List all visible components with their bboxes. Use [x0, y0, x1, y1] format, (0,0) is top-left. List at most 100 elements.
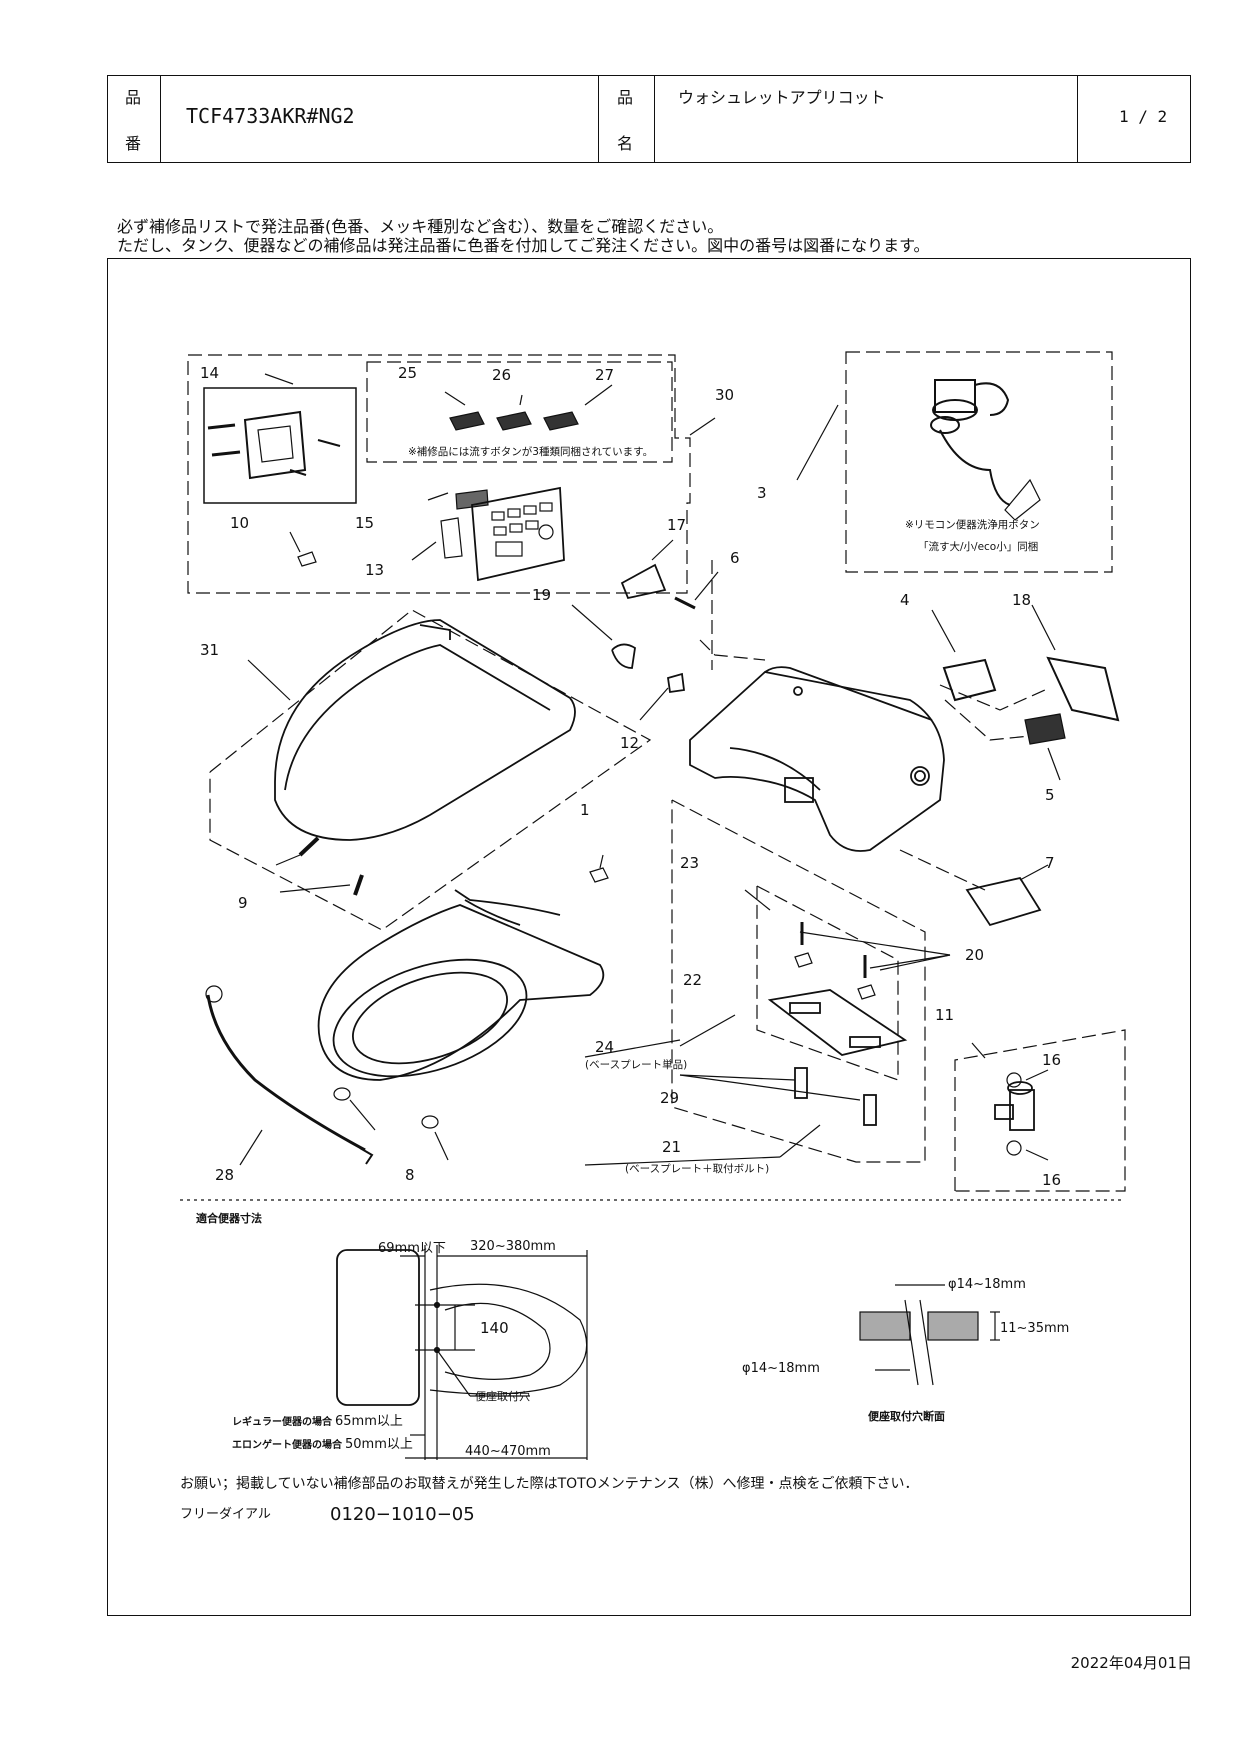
part-14-plate	[243, 410, 307, 480]
part-6-screw	[674, 596, 696, 610]
notice-line-2: ただし、タンク、便器などの補修品は発注品番に色番を付加してご発注ください。図中の…	[117, 236, 930, 255]
label-24: (ベースプレート単品)	[585, 1058, 687, 1071]
callout-30: 30	[715, 386, 734, 404]
leader-lines	[239, 373, 1061, 1166]
callout-31: 31	[200, 641, 219, 659]
callout-6: 6	[730, 549, 740, 567]
part-26-button	[496, 411, 532, 431]
regular-label: レギュラー便器の場合	[232, 1415, 333, 1428]
part-19-clip	[611, 643, 636, 669]
hole-dia-bottom: φ14~18mm	[742, 1361, 820, 1376]
part-16-ring-b	[1006, 1140, 1022, 1156]
callout-4: 4	[900, 591, 910, 609]
dimension-drawing	[336, 1245, 588, 1460]
callout-7: 7	[1045, 854, 1055, 872]
callout-9: 9	[238, 894, 248, 912]
mount-hole-label: 便座取付穴	[475, 1389, 530, 1403]
callout-21: 21	[662, 1138, 681, 1156]
name-label-2: 名	[617, 134, 634, 153]
callout-16-top: 16	[1042, 1051, 1061, 1069]
part-13-panel	[440, 517, 463, 559]
part-18-cover	[1046, 656, 1120, 722]
part-9-rod-b	[353, 874, 364, 896]
page-number: 1 / 2	[1119, 107, 1168, 126]
part-seat	[317, 889, 605, 1081]
dim-320-380: 320~380mm	[470, 1239, 556, 1254]
part-16-ring-a	[1006, 1072, 1022, 1088]
group-box-30	[187, 354, 691, 594]
section-drawing	[859, 1284, 1000, 1386]
part-28-end	[359, 1147, 374, 1165]
callout-26: 26	[492, 366, 511, 384]
callout-29: 29	[660, 1089, 679, 1107]
dash-connector-5	[899, 849, 986, 891]
part-7-bracket	[965, 876, 1042, 927]
freedial-number: 0120−1010−05	[330, 1504, 475, 1525]
part-27-button	[543, 411, 579, 431]
part-24-base-plate	[767, 989, 908, 1056]
part-25-button	[449, 411, 485, 431]
part-17-cover	[620, 563, 667, 600]
part-10-clip	[297, 551, 317, 567]
part-13-remote-buttons	[491, 502, 554, 557]
elongated-label: エロンゲート便器の場合	[232, 1438, 343, 1451]
note-remote-2: 「流す大/小/eco小」同梱	[918, 540, 1038, 553]
dim-140: 140	[480, 1319, 509, 1337]
dash-connector-4	[944, 699, 1041, 741]
dim-69: 69mm以下	[378, 1241, 446, 1256]
part-13-remote	[471, 486, 565, 582]
hole-thickness: 11~35mm	[1000, 1321, 1069, 1336]
name-label-1: 品	[617, 88, 634, 107]
label-21: (ベースプレート＋取付ボルト)	[625, 1162, 769, 1175]
part-14-box	[203, 387, 357, 504]
request-text: お願い；掲載していない補修部品のお取替えが発生した際はTOTOメンテナンス（株）…	[180, 1476, 918, 1492]
part-28-hose	[206, 994, 366, 1152]
part-9-rod-a	[298, 836, 320, 857]
callout-5: 5	[1045, 786, 1055, 804]
group-box-31	[209, 609, 652, 931]
part-11-valve	[994, 1081, 1035, 1131]
header-table: 品 番 TCF4733AKR#NG2 品 名 ウォシュレットアプリコット 1 /…	[107, 75, 1191, 163]
part-12-bracket	[666, 672, 686, 694]
callout-13: 13	[365, 561, 384, 579]
part-1-nut	[589, 867, 609, 883]
part-28-fitting	[205, 985, 223, 1003]
part-22-nut-a	[794, 952, 813, 968]
callout-8: 8	[405, 1166, 415, 1184]
callout-14: 14	[200, 364, 219, 382]
product-name-cell: ウォシュレットアプリコット	[654, 76, 1078, 162]
elongated-value: 50mm以上	[345, 1437, 413, 1452]
dash-connector-1	[699, 639, 766, 661]
note-buttons: ※補修品には流すボタンが3種類同梱されています。	[408, 445, 653, 458]
regular-value: 65mm以上	[335, 1414, 403, 1429]
part-5-deodorizer	[1024, 713, 1066, 745]
part-no-label-1: 品	[125, 88, 142, 107]
callout-18: 18	[1012, 591, 1031, 609]
group-box-11	[954, 1029, 1126, 1192]
hole-dia-top: φ14~18mm	[948, 1277, 1026, 1292]
callout-20: 20	[965, 946, 984, 964]
footer-text: お願い；掲載していない補修部品のお取替えが発生した際はTOTOメンテナンス（株）…	[180, 1476, 918, 1525]
part-31-lid	[274, 619, 576, 841]
page-cell: 1 / 2	[1077, 76, 1190, 162]
part-4-filter	[942, 658, 997, 702]
dim-440-470: 440~470mm	[465, 1444, 551, 1459]
callout-28: 28	[215, 1166, 234, 1184]
issue-date: 2022年04月01日	[1070, 1654, 1192, 1672]
dimension-labels: 適合便器寸法 69mm以下 320~380mm 140 便座取付穴 レギュラー便…	[196, 1211, 1069, 1459]
freedial-label: フリーダイアル	[180, 1507, 271, 1522]
part-14-plate-slot	[257, 425, 294, 463]
callout-3: 3	[757, 484, 767, 502]
part-no: TCF4733AKR#NG2	[186, 104, 355, 128]
part-14-screw-a	[289, 469, 307, 476]
callout-24: 24	[595, 1038, 614, 1056]
part-8-cap-b	[421, 1115, 439, 1129]
part-14-bolt-a	[207, 423, 236, 430]
callout-19: 19	[532, 586, 551, 604]
part-no-cell: TCF4733AKR#NG2	[160, 76, 599, 162]
callout-17: 17	[667, 516, 686, 534]
part-14-screw-b	[317, 439, 341, 447]
part-no-label-2: 番	[125, 134, 142, 153]
diagram-frame	[107, 258, 1191, 1616]
